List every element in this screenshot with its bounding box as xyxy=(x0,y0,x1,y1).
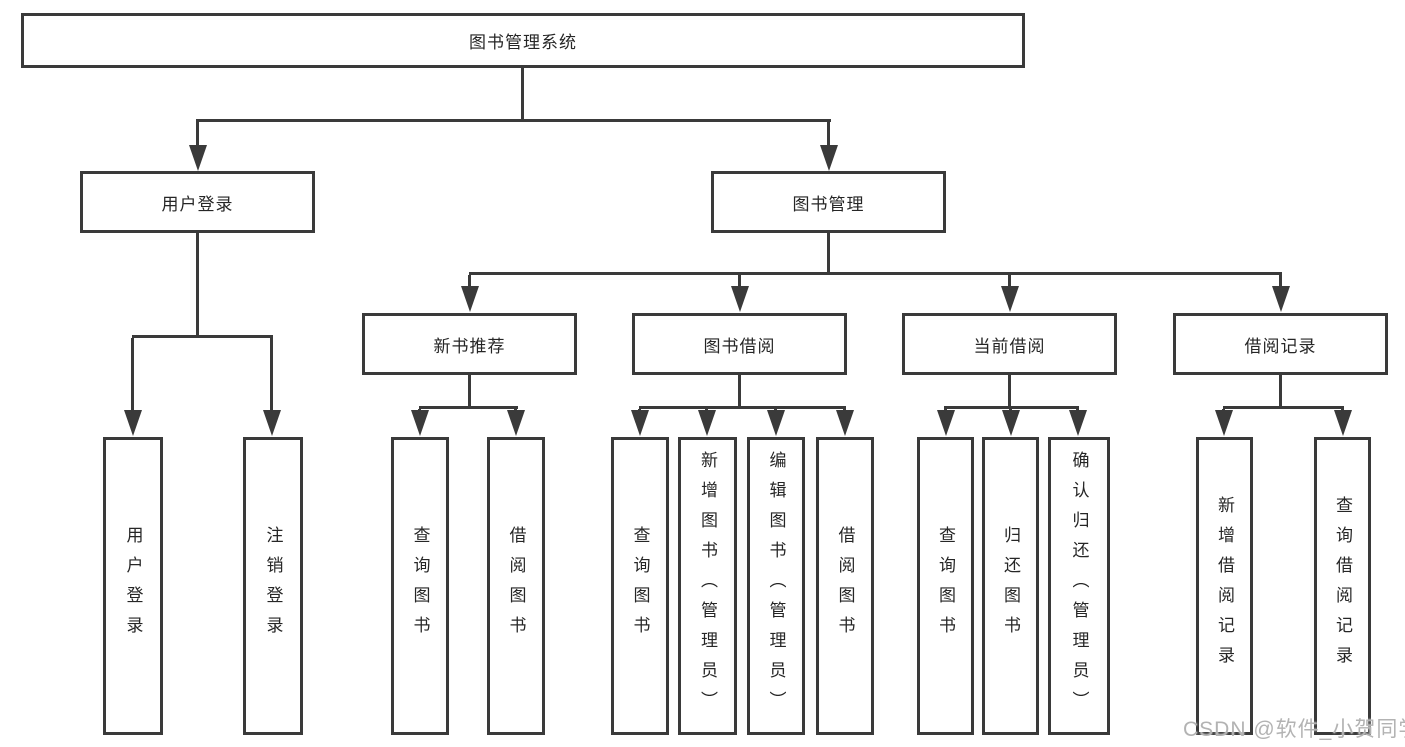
connector-root-stem xyxy=(521,68,524,122)
node-borrow-records: 借阅记录 xyxy=(1173,313,1388,375)
leaf-borrow-books-recommend-label: 借阅图书 xyxy=(506,526,526,646)
leaf-query-borrow-record-label: 查询借阅记录 xyxy=(1333,496,1352,676)
node-new-book-recommend: 新书推荐 xyxy=(362,313,577,375)
connector-arrow-new-book-recommend xyxy=(461,275,479,312)
connector-arrow-c2 xyxy=(1002,409,1020,436)
leaf-query-books-recommend-label: 查询图书 xyxy=(410,526,430,646)
node-current-borrowing-label: 当前借阅 xyxy=(973,336,1046,356)
connector-level1-rail xyxy=(196,119,831,122)
node-book-borrowing: 图书借阅 xyxy=(632,313,847,375)
connector-arrow-d2 xyxy=(1334,409,1352,436)
leaf-add-books-admin-label: 新增图书（管理员） xyxy=(698,451,717,721)
connector-arrow-user-login xyxy=(189,122,207,171)
connector-groupB-stem xyxy=(738,375,741,409)
connector-arrow-b3 xyxy=(767,409,785,436)
connector-arrow-b4 xyxy=(836,409,854,436)
connector-groupA-rail xyxy=(419,406,518,409)
connector-groupD-rail xyxy=(1223,406,1344,409)
connector-groupA-stem xyxy=(468,375,471,409)
leaf-logout-login-label: 注销登录 xyxy=(263,526,283,646)
node-user-login: 用户登录 xyxy=(80,171,315,233)
node-library-system-label: 图书管理系统 xyxy=(469,33,577,52)
leaf-borrow-books-borrowing-label: 借阅图书 xyxy=(835,526,855,646)
connector-arrow-d1 xyxy=(1215,409,1233,436)
node-borrow-records-label: 借阅记录 xyxy=(1244,336,1317,356)
leaf-query-books-recommend: 查询图书 xyxy=(391,437,449,735)
connector-level2-rail xyxy=(469,272,1282,275)
connector-arrow-b1 xyxy=(631,409,649,436)
connector-arrow-book-management xyxy=(820,122,838,171)
leaf-confirm-return-admin: 确认归还（管理员） xyxy=(1048,437,1110,735)
leaf-query-borrow-record: 查询借阅记录 xyxy=(1314,437,1371,735)
leaf-edit-books-admin-label: 编辑图书（管理员） xyxy=(766,451,786,721)
leaf-add-borrow-record: 新增借阅记录 xyxy=(1196,437,1253,735)
leaf-return-books: 归还图书 xyxy=(982,437,1039,735)
connector-book-management-stem xyxy=(827,233,830,275)
connector-user-login-rail xyxy=(132,335,273,338)
node-current-borrowing: 当前借阅 xyxy=(902,313,1117,375)
node-library-system: 图书管理系统 xyxy=(21,13,1025,68)
connector-arrow-c3 xyxy=(1069,409,1087,436)
connector-arrow-login xyxy=(124,338,142,436)
leaf-borrow-books-recommend: 借阅图书 xyxy=(487,437,545,735)
leaf-query-books-borrowing: 查询图书 xyxy=(611,437,669,735)
leaf-return-books-label: 归还图书 xyxy=(1001,526,1020,646)
leaf-user-login-label: 用户登录 xyxy=(123,526,143,646)
connector-user-login-stem xyxy=(196,233,199,338)
leaf-borrow-books-borrowing: 借阅图书 xyxy=(816,437,874,735)
connector-groupC-rail xyxy=(944,406,1079,409)
connector-arrow-a1 xyxy=(411,409,429,436)
leaf-query-books-current-label: 查询图书 xyxy=(936,526,955,646)
watermark: CSDN @软件_小贺同学 xyxy=(1183,718,1405,741)
leaf-user-login: 用户登录 xyxy=(103,437,163,735)
connector-arrow-book-borrowing xyxy=(731,275,749,312)
leaf-confirm-return-admin-label: 确认归还（管理员） xyxy=(1069,451,1089,721)
leaf-query-books-current: 查询图书 xyxy=(917,437,974,735)
node-book-borrowing-label: 图书借阅 xyxy=(703,336,776,356)
node-book-management: 图书管理 xyxy=(711,171,946,233)
node-user-login-label: 用户登录 xyxy=(161,194,234,214)
connector-arrow-current-borrowing xyxy=(1001,275,1019,312)
connector-groupB-rail xyxy=(639,406,846,409)
leaf-query-books-borrowing-label: 查询图书 xyxy=(630,526,650,646)
connector-groupC-stem xyxy=(1008,375,1011,409)
connector-arrow-a2 xyxy=(507,409,525,436)
node-new-book-recommend-label: 新书推荐 xyxy=(433,336,506,356)
node-book-management-label: 图书管理 xyxy=(792,194,865,214)
leaf-add-borrow-record-label: 新增借阅记录 xyxy=(1215,496,1234,676)
connector-arrow-borrow-records xyxy=(1272,275,1290,312)
connector-arrow-c1 xyxy=(937,409,955,436)
connector-arrow-logout xyxy=(263,338,281,436)
leaf-add-books-admin: 新增图书（管理员） xyxy=(678,437,737,735)
leaf-logout-login: 注销登录 xyxy=(243,437,303,735)
leaf-edit-books-admin: 编辑图书（管理员） xyxy=(747,437,805,735)
connector-groupD-stem xyxy=(1279,375,1282,409)
connector-arrow-b2 xyxy=(698,409,716,436)
